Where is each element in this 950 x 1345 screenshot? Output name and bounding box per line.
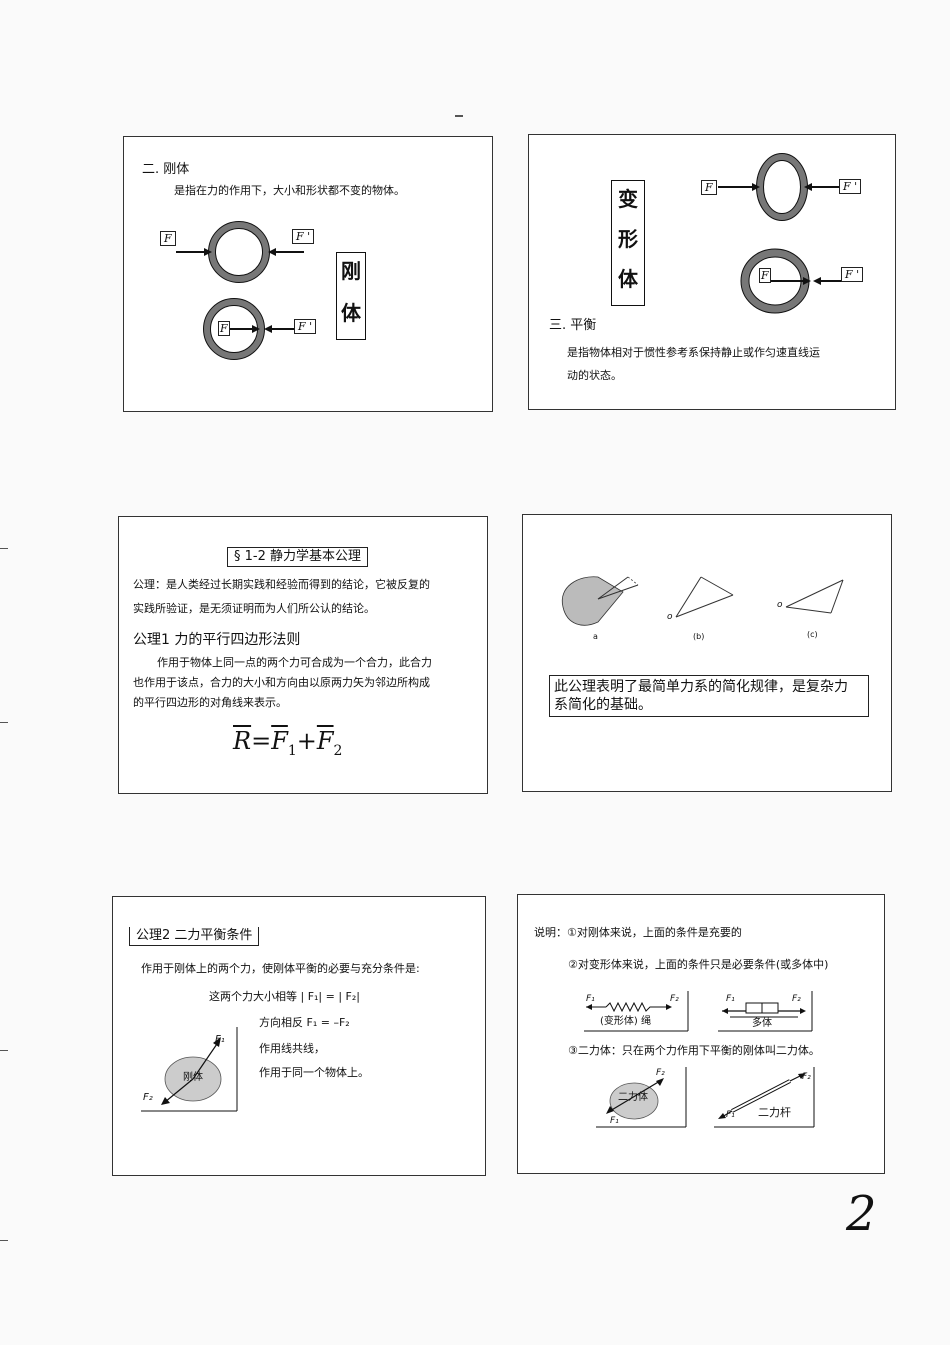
slide-two-force-equilibrium: 公理2 二力平衡条件 作用于刚体上的两个力，使刚体平衡的必要与充分条件是: 这两… [112, 896, 486, 1176]
page-number: 2 [846, 1186, 877, 1242]
condition-line: 方向相反 F₁ = –F₂ [259, 1016, 350, 1029]
deformable-ring-diagram [740, 248, 857, 314]
force-f-label: F [160, 231, 176, 246]
slide-text-line: 公理：是人类经过长期实践和经验而得到的结论，它被反复的 [133, 578, 430, 591]
slide-explanations: 说明：①对刚体来说，上面的条件是充要的 ②对变形体来说，上面的条件只是必要条件(… [517, 894, 885, 1174]
parallelogram-figure-b [675, 576, 734, 618]
formula-f2: F [316, 727, 334, 755]
force-fprime-label: F ' [294, 319, 317, 334]
formula-sub1: 1 [287, 742, 297, 759]
vertical-char: 形 [618, 227, 638, 251]
explanation-line: ③二力体：只在两个力作用下平衡的刚体叫二力体。 [568, 1044, 820, 1057]
slide-text-line: 的平行四边形的对角线来表示。 [133, 696, 287, 709]
figure-label-c: (c) [807, 630, 818, 639]
force-f1-label: F₁ [726, 994, 735, 1004]
force-fprime-label: F ' [839, 179, 862, 194]
force-fprime-label: F ' [841, 267, 864, 282]
figure-label-b: (b) [693, 632, 705, 641]
rope-diagram [584, 991, 689, 1032]
force-f1-label: F₁ [215, 1034, 225, 1045]
two-force-body-diagram [596, 1067, 687, 1128]
force-f1-label: F₁ [726, 1110, 735, 1120]
explanation-line: 说明：①对刚体来说，上面的条件是充要的 [534, 926, 742, 939]
slide-text: 是指在力的作用下，大小和形状都不变的物体。 [174, 184, 405, 197]
axiom-heading: 公理1 力的平行四边形法则 [133, 632, 301, 648]
force-f2-label: F₂ [656, 1068, 665, 1078]
vertical-label-rigid: 刚 体 [336, 252, 366, 340]
highlight-line: 系简化的基础。 [554, 697, 652, 713]
slide-heading: 三. 平衡 [549, 318, 597, 333]
parallelogram-figure-a [561, 576, 639, 626]
slide-text-line: 作用于刚体上的两个力，使刚体平衡的必要与充分条件是: [141, 962, 420, 975]
body-label: 二力体 [618, 1092, 648, 1103]
slide-parallelogram-figures: a o (b) o (c) 此公理表明了最简单力系的简化规律，是复杂力 系简化的… [522, 514, 892, 792]
vertical-char: 体 [618, 267, 638, 291]
rod-label: 二力杆 [758, 1106, 791, 1119]
slide-text-line: 也作用于该点，合力的大小和方向由以原两力矢为邻边所构成 [133, 676, 430, 689]
rigid-ring-diagram-1 [176, 221, 304, 283]
slide-text-line: 动的状态。 [567, 369, 622, 382]
force-f-label: F [701, 180, 717, 195]
vertical-char: 刚 [341, 259, 361, 283]
condition-line: 作用于同一个物体上。 [259, 1066, 369, 1079]
force-f-label: F [218, 321, 230, 336]
rigid-ring-diagram-2 [203, 298, 302, 360]
force-f2-label: F₂ [143, 1092, 153, 1103]
multi-body-label: 多体 [752, 1018, 772, 1029]
scan-mark [455, 115, 463, 117]
slide-heading: 二. 刚体 [142, 162, 190, 177]
axiom-heading: 公理2 二力平衡条件 [129, 927, 260, 947]
origin-label: o [777, 600, 783, 610]
rigid-body-force-diagram [141, 1027, 238, 1112]
force-f2-label: F₂ [792, 994, 801, 1004]
scan-mark [0, 1240, 8, 1241]
slide-statics-axioms: § 1-2 静力学基本公理 公理：是人类经过长期实践和经验而得到的结论，它被反复… [118, 516, 488, 794]
slide-text-line: 实践所验证，是无须证明而为人们所公认的结论。 [133, 602, 375, 615]
force-f-label: F [759, 268, 771, 283]
deformable-oval-diagram [718, 153, 844, 221]
figure-label-a: a [593, 632, 598, 641]
force-f2-label: F₂ [670, 994, 679, 1004]
formula-sub2: 2 [333, 742, 343, 759]
slide-text-line: 作用于物体上同一点的两个力可合成为一个合力，此合力 [157, 656, 432, 669]
force-f1-label: F₁ [610, 1116, 619, 1126]
condition-line: 作用线共线， [259, 1042, 325, 1055]
highlight-line: 此公理表明了最简单力系的简化规律，是复杂力 [554, 679, 848, 695]
force-fprime-label: F ' [292, 229, 315, 244]
parallelogram-figure-c [785, 579, 844, 614]
formula-f1: F [271, 727, 288, 755]
scan-mark [0, 722, 8, 723]
force-f1-label: F₁ [586, 994, 595, 1004]
vertical-char: 变 [618, 187, 638, 211]
condition-line: 这两个力大小相等 | F₁| = | F₂| [209, 990, 360, 1003]
two-force-rod-diagram [714, 1067, 815, 1128]
formula-equals: = [251, 727, 272, 755]
vertical-char: 体 [341, 301, 361, 325]
formula-plus: + [296, 727, 317, 755]
highlight-box: 此公理表明了最简单力系的简化规律，是复杂力 系简化的基础。 [549, 675, 869, 717]
slide-text-line: 是指物体相对于惯性参考系保持静止或作匀速直线运 [567, 346, 820, 359]
slide-rigid-body: 二. 刚体 是指在力的作用下，大小和形状都不变的物体。 F F ' F F ' … [123, 136, 493, 412]
origin-label: o [667, 612, 673, 622]
explanation-line: ②对变形体来说，上面的条件只是必要条件(或多体中) [568, 958, 829, 971]
rope-label: (变形体) 绳 [600, 1016, 651, 1027]
resultant-formula: R=F1+F2 [233, 727, 342, 759]
section-title: § 1-2 静力学基本公理 [227, 547, 368, 568]
body-label: 刚体 [183, 1072, 203, 1083]
scan-mark [0, 1050, 8, 1051]
scan-mark [0, 548, 8, 549]
force-f2-label: F₂ [802, 1072, 811, 1082]
slide-deformable-body: 变 形 体 F F ' F F ' 三. 平衡 是指物体相对于惯性参考系保持静止… [528, 134, 896, 410]
multi-body-diagram [718, 991, 813, 1032]
formula-r: R [233, 727, 252, 755]
vertical-label-deformable: 变 形 体 [611, 180, 645, 306]
